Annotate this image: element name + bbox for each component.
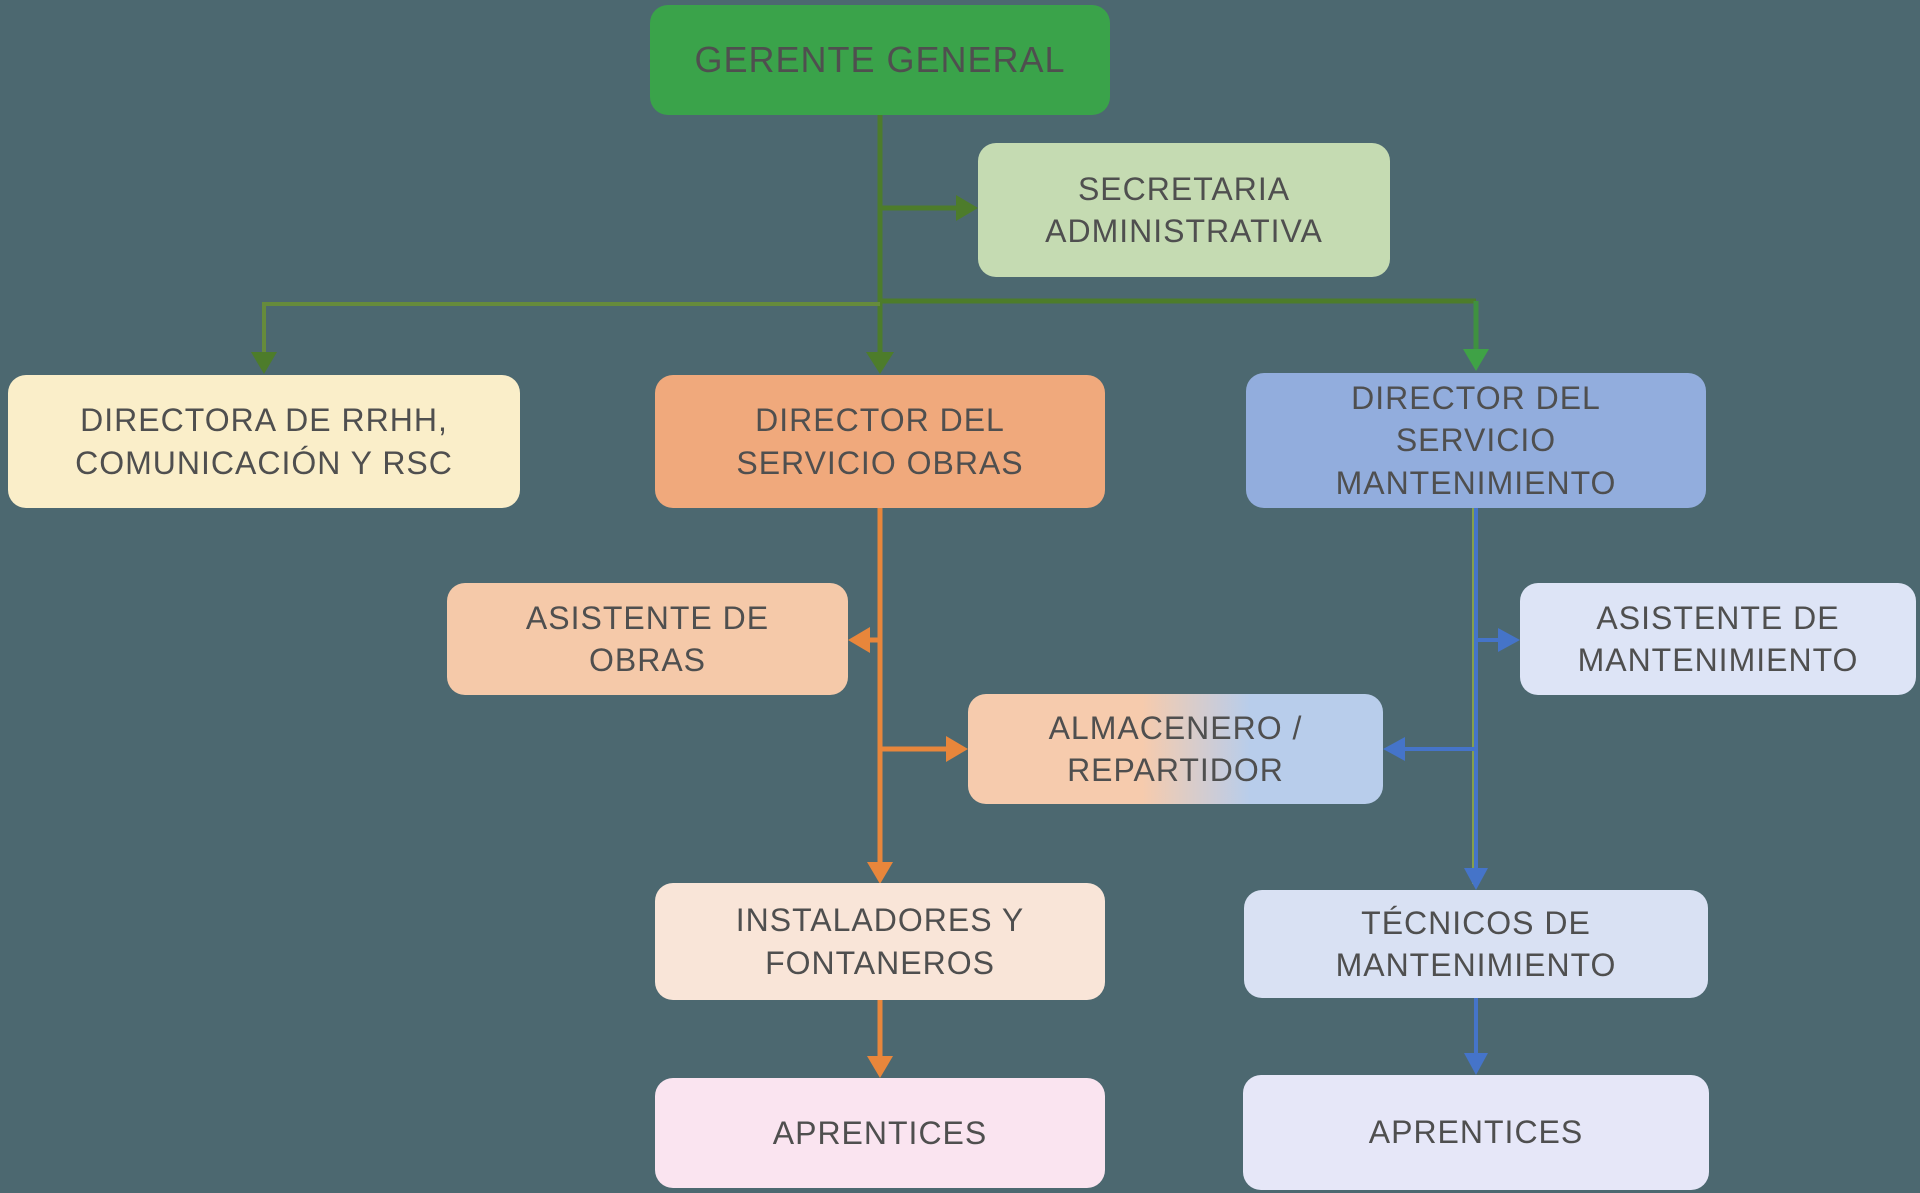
node-label-asistente-de-obras: ASISTENTE DE OBRAS xyxy=(525,599,770,678)
node-directora-rrhh: DIRECTORA DE RRHH, COMUNICACIÓN Y RSC xyxy=(8,375,520,508)
node-label-tecnicos-de-mantenimiento: TÉCNICOS DE MANTENIMIENTO xyxy=(1335,904,1617,983)
node-label-director-servicio-mantenimiento: DIRECTOR DEL SERVICIO MANTENIMIENTO xyxy=(1335,380,1617,501)
arrowhead-aprentices-left xyxy=(867,1056,893,1078)
arrowhead-asistente-mant xyxy=(1498,628,1520,652)
node-asistente-de-obras: ASISTENTE DE OBRAS xyxy=(447,583,848,695)
node-label-aprentices-mantenimiento: APRENTICES xyxy=(1368,1114,1584,1151)
node-secretaria-administrativa: SECRETARIA ADMINISTRATIVA xyxy=(978,143,1390,277)
node-label-secretaria-administrativa: SECRETARIA ADMINISTRATIVA xyxy=(1045,170,1323,249)
node-label-directora-rrhh: DIRECTORA DE RRHH, COMUNICACIÓN Y RSC xyxy=(75,402,453,481)
node-label-aprentices-obras: APRENTICES xyxy=(772,1114,988,1151)
node-tecnicos-de-mantenimiento: TÉCNICOS DE MANTENIMIENTO xyxy=(1244,890,1708,998)
node-label-director-servicio-obras: DIRECTOR DEL SERVICIO OBRAS xyxy=(736,402,1024,481)
node-label-almacenero-repartidor: ALMACENERO / REPARTIDOR xyxy=(1048,709,1303,788)
node-label-instaladores-fontaneros: INSTALADORES Y FONTANEROS xyxy=(735,902,1025,981)
node-asistente-de-mantenimiento: ASISTENTE DE MANTENIMIENTO xyxy=(1520,583,1916,695)
node-gerente-general: GERENTE GENERAL xyxy=(650,5,1110,115)
node-label-gerente-general: GERENTE GENERAL xyxy=(694,39,1066,81)
arrowhead-tecnicos xyxy=(1464,868,1488,890)
arrowhead-mantenimiento xyxy=(1463,349,1489,371)
arrowhead-directora xyxy=(251,352,277,374)
node-aprentices-mantenimiento: APRENTICES xyxy=(1243,1075,1709,1190)
node-instaladores-fontaneros: INSTALADORES Y FONTANEROS xyxy=(655,883,1105,1000)
arrowhead-almacenero-right xyxy=(1383,737,1405,761)
arrowhead-instaladores xyxy=(867,862,893,884)
arrowhead-asistente-obras xyxy=(848,627,870,653)
arrowhead-almacenero-left xyxy=(946,736,968,762)
arrowhead-aprentices-right xyxy=(1464,1053,1488,1075)
node-almacenero-repartidor: ALMACENERO / REPARTIDOR xyxy=(968,694,1383,804)
node-label-asistente-de-mantenimiento: ASISTENTE DE MANTENIMIENTO xyxy=(1577,599,1859,678)
node-director-servicio-obras: DIRECTOR DEL SERVICIO OBRAS xyxy=(655,375,1105,508)
node-director-servicio-mantenimiento: DIRECTOR DEL SERVICIO MANTENIMIENTO xyxy=(1246,373,1706,508)
arrowhead-obras xyxy=(866,352,894,374)
arrowhead-secretaria xyxy=(956,195,978,221)
node-aprentices-obras: APRENTICES xyxy=(655,1078,1105,1188)
